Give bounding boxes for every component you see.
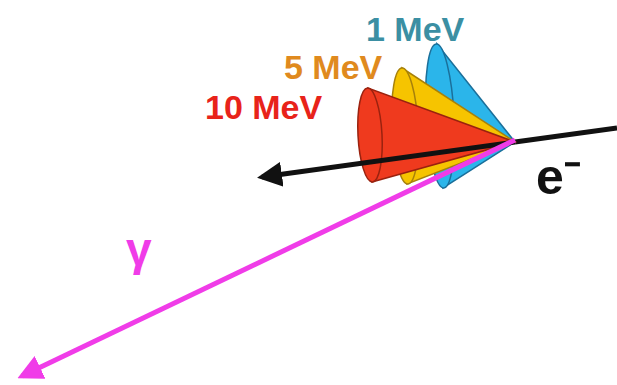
electron-track xyxy=(515,128,617,142)
energy-label: 1 MeV xyxy=(366,12,464,46)
gamma-arrow xyxy=(22,140,515,376)
cone-10mev xyxy=(356,87,515,182)
energy-label: 10 MeV xyxy=(205,90,322,124)
energy-label: 5 MeV xyxy=(284,50,382,84)
particle-label: e⁻ xyxy=(536,152,581,202)
particle-label: γ xyxy=(126,226,152,272)
